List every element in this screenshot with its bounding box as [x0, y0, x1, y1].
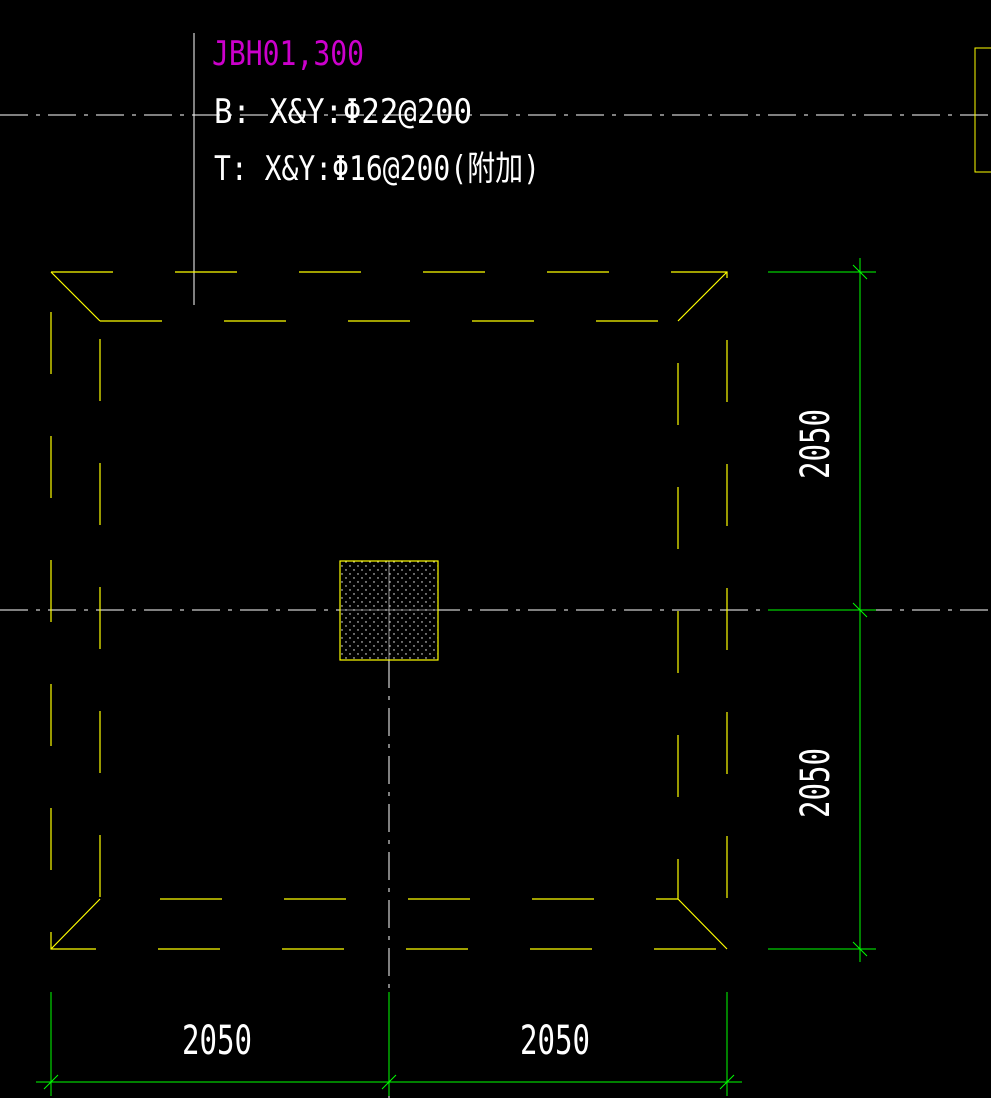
- footing-mark: JBH01,300: [212, 34, 364, 74]
- footing-inner-edge: [99, 320, 679, 900]
- dim-right-tick-mid: [852, 602, 868, 618]
- dim-bottom-tick-left: [43, 1074, 59, 1090]
- dim-right-upper-text: 2050: [793, 409, 839, 479]
- dim-bottom-tick-mid: [381, 1074, 397, 1090]
- footing-slope-corner-bl: [50, 898, 101, 950]
- footing-outer-edge: [50, 271, 728, 950]
- top-rebar-note: T: X&Y:Φ16@200(附加): [214, 149, 540, 189]
- bottom-rebar-note: B: X&Y:Φ22@200: [214, 92, 472, 132]
- dim-bottom-right-text: 2050: [520, 1018, 590, 1064]
- axis-lines: [0, 114, 991, 1098]
- dim-right-tick-bottom: [852, 941, 868, 957]
- footing-slope-corner-br: [677, 898, 728, 950]
- dimension-labels: 2050 2050 2050 2050: [182, 409, 839, 1064]
- footing-label[interactable]: JBH01,300 B: X&Y:Φ22@200 T: X&Y:Φ16@200(…: [212, 34, 540, 189]
- dim-bottom-tick-right: [719, 1074, 735, 1090]
- dimension-right: [768, 258, 876, 962]
- dim-bottom-left-text: 2050: [182, 1018, 252, 1064]
- footing-slope-corner-tr: [677, 271, 728, 322]
- column[interactable]: [339, 560, 439, 661]
- footing-outline[interactable]: [50, 271, 728, 950]
- adjacent-footing-edge: [974, 47, 991, 173]
- dim-right-lower-text: 2050: [793, 748, 839, 818]
- dimension-bottom: [36, 992, 742, 1096]
- footing-slope-corner-tl: [50, 271, 101, 322]
- dim-right-tick-top: [852, 264, 868, 280]
